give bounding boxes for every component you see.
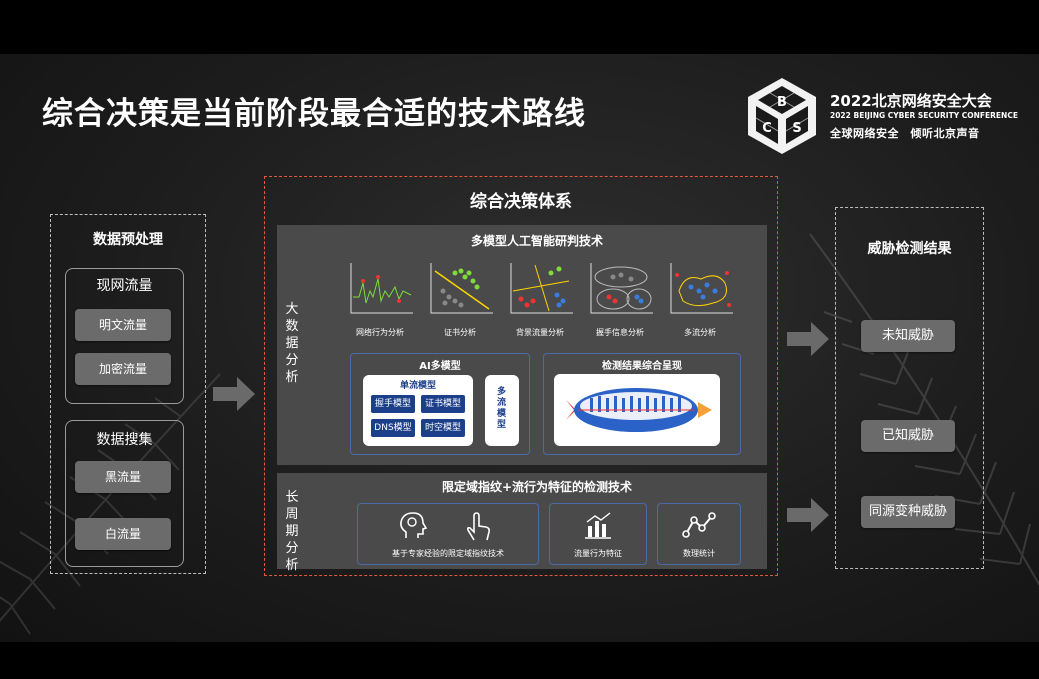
brain-head-icon	[400, 512, 428, 538]
white-traffic: 白流量	[75, 518, 171, 550]
preprocess-header: 数据预处理	[93, 232, 163, 248]
long-cycle-section: 长周期分析 限定域指纹+流行为特征的检测技术 基于专家经验的限定域指纹技术	[277, 473, 767, 573]
statistics-box: 数理统计	[657, 503, 741, 565]
conference-name: 2022北京网络安全大会	[830, 92, 992, 110]
decision-system-panel: 综合决策体系 大数据分析 多模型人工智能研判技术 网络行为分析 证书分析	[264, 176, 778, 576]
chart-handshake	[590, 263, 653, 314]
long-cycle-label: 长周期分析	[285, 490, 299, 573]
traffic-behavior-box: 流量行为特征	[549, 503, 647, 565]
live-traffic-group: 现网流量 明文流量 加密流量	[65, 268, 184, 404]
chart-network-behavior	[350, 263, 413, 314]
threat-results-header: 威胁检测结果	[867, 241, 952, 257]
multi-flow-model-box: 多流模型	[485, 375, 519, 446]
chart-label: 背景流量分析	[516, 328, 564, 337]
ai-multi-model-title: AI多模型	[419, 361, 461, 372]
preprocess-panel: 数据预处理 现网流量 明文流量 加密流量 数据搜集 黑流量 白流量	[50, 214, 206, 574]
data-collection-title: 数据搜集	[96, 432, 153, 448]
detection-result-title: 检测结果综合呈现	[602, 361, 682, 372]
multi-flow-model-label: 多流模型	[497, 387, 507, 430]
certificate-model: 证书模型	[421, 395, 465, 413]
chart-label: 多流分析	[684, 328, 716, 337]
arrow-right-icon	[787, 322, 829, 356]
conference-slogan: 全球网络安全 倾听北京声音	[830, 127, 980, 140]
chart-multi-flow	[670, 263, 733, 314]
detection-result-visual	[554, 374, 720, 446]
logo-letter-c: C	[762, 121, 772, 136]
ai-multi-model-box: AI多模型 单流模型 握手模型 证书模型 DNS模型 时空模型 多流模型	[350, 353, 530, 455]
dns-model: DNS模型	[371, 419, 415, 437]
statistics-label: 数理统计	[683, 549, 715, 558]
big-data-section: 大数据分析 多模型人工智能研判技术 网络行为分析 证书分析	[277, 225, 767, 465]
live-traffic-title: 现网流量	[96, 278, 153, 294]
handshake-model: 握手模型	[371, 395, 415, 413]
single-flow-model-box: 单流模型 握手模型 证书模型 DNS模型 时空模型	[363, 375, 473, 446]
arrow-right-icon	[787, 498, 829, 532]
logo-letter-s: S	[792, 121, 801, 136]
bar-chart-icon	[585, 512, 611, 539]
variant-threat: 同源变种威胁	[861, 496, 955, 528]
chart-label: 网络行为分析	[356, 328, 404, 337]
traffic-behavior-label: 流量行为特征	[574, 549, 622, 558]
long-cycle-title: 限定域指纹+流行为特征的检测技术	[441, 480, 633, 494]
encrypted-traffic: 加密流量	[75, 353, 171, 385]
threat-results-panel: 威胁检测结果 未知威胁 已知威胁 同源变种威胁	[835, 207, 984, 569]
unknown-threat: 未知威胁	[861, 320, 955, 352]
data-collection-group: 数据搜集 黑流量 白流量	[65, 420, 184, 567]
trend-network-icon	[682, 512, 716, 538]
big-data-title: 多模型人工智能研判技术	[470, 234, 603, 248]
chart-label: 握手信息分析	[596, 328, 644, 337]
arrow-right-icon	[213, 377, 255, 411]
chart-certificate	[430, 263, 493, 314]
known-threat: 已知威胁	[861, 420, 955, 452]
logo-letter-b: B	[777, 95, 787, 110]
big-data-label: 大数据分析	[285, 302, 299, 385]
black-traffic: 黑流量	[75, 461, 171, 493]
chart-background-traffic	[510, 263, 573, 314]
conference-name-en: 2022 BEIJING CYBER SECURITY CONFERENCE	[830, 111, 1018, 120]
chart-label: 证书分析	[444, 328, 476, 337]
spatiotemporal-model: 时空模型	[421, 419, 465, 437]
detection-result-box: 检测结果综合呈现	[543, 353, 741, 455]
touch-hand-icon	[466, 512, 490, 541]
single-flow-model-title: 单流模型	[399, 381, 436, 391]
fishbone-diagram	[566, 388, 712, 432]
decision-system-header: 综合决策体系	[470, 192, 572, 212]
bcs-logo: B C S	[748, 78, 816, 154]
expert-fingerprint-label: 基于专家经验的限定域指纹技术	[392, 549, 504, 558]
plaintext-traffic: 明文流量	[75, 309, 171, 341]
slide: 综合决策是当前阶段最合适的技术路线 B C S 2022北京网络安全大会 202…	[0, 54, 1039, 642]
expert-fingerprint-box: 基于专家经验的限定域指纹技术	[357, 503, 539, 565]
page-title: 综合决策是当前阶段最合适的技术路线	[42, 96, 586, 132]
